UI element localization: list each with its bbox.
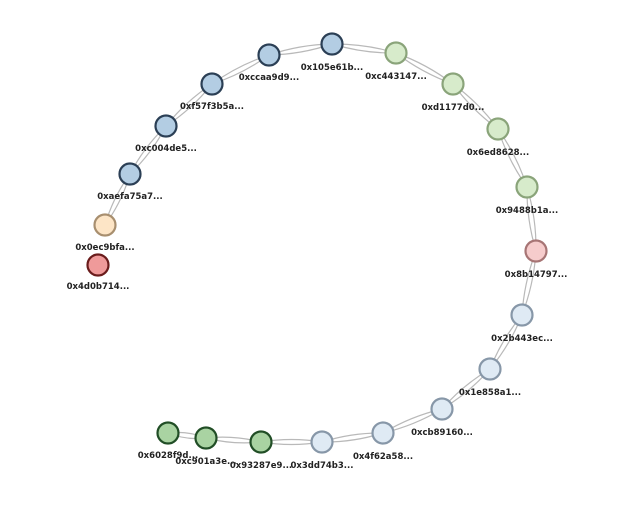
node-n17[interactable] bbox=[154, 114, 178, 138]
node-label-n18: 0xaefa75a7... bbox=[97, 192, 163, 202]
node-n16[interactable] bbox=[200, 72, 224, 96]
node-label-n11: 0x3dd74b3... bbox=[291, 461, 354, 471]
node-label-n5: 0x9488b1a... bbox=[496, 206, 558, 216]
node-layer bbox=[86, 32, 548, 454]
label-layer: 0x105e61b...0xc443147... 0xd1177d0... 0x6e… bbox=[67, 63, 568, 471]
node-n9[interactable] bbox=[430, 397, 454, 421]
node-label-n12: 0x93287e9... bbox=[230, 461, 292, 471]
node-label-n17: 0xc004de5... bbox=[135, 144, 197, 154]
node-label-n14: 0x6028f9d... bbox=[138, 451, 198, 461]
node-n20[interactable] bbox=[86, 253, 110, 277]
node-label-n19: 0x0ec9bfa... bbox=[75, 243, 134, 253]
node-n11[interactable] bbox=[310, 430, 334, 454]
node-label-n3: 0xd1177d0... bbox=[422, 103, 485, 113]
node-n13[interactable] bbox=[194, 426, 218, 450]
node-label-n10: 0x4f62a58... bbox=[353, 452, 413, 462]
node-n15[interactable] bbox=[257, 43, 281, 67]
node-label-n20: 0x4d0b714... bbox=[67, 282, 130, 292]
node-label-n8: 0x1e858a1... bbox=[459, 388, 521, 398]
node-label-n6: 0x8b14797... bbox=[505, 270, 568, 280]
node-n7[interactable] bbox=[510, 303, 534, 327]
node-n1[interactable] bbox=[320, 32, 344, 56]
node-label-n15: 0xccaa9d9... bbox=[239, 73, 300, 83]
node-n18[interactable] bbox=[118, 162, 142, 186]
node-n12[interactable] bbox=[249, 430, 273, 454]
node-label-n4: 0x6ed8628... bbox=[467, 148, 530, 158]
node-n2[interactable] bbox=[384, 41, 408, 65]
node-label-n1: 0x105e61b... bbox=[301, 63, 364, 73]
node-n5[interactable] bbox=[515, 175, 539, 199]
node-label-n2: 0xc443147... bbox=[365, 72, 427, 82]
node-label-n7: 0x2b443ec... bbox=[491, 334, 553, 344]
node-n4[interactable] bbox=[486, 117, 510, 141]
node-label-n16: 0xf57f3b5a... bbox=[180, 102, 244, 112]
node-label-n13: 0xc901a3e... bbox=[175, 457, 236, 467]
node-n14[interactable] bbox=[156, 421, 180, 445]
node-n3[interactable] bbox=[441, 72, 465, 96]
node-n6[interactable] bbox=[524, 239, 548, 263]
node-n19[interactable] bbox=[93, 213, 117, 237]
node-n10[interactable] bbox=[371, 421, 395, 445]
node-label-n9: 0xcb89160... bbox=[411, 428, 473, 438]
node-n8[interactable] bbox=[478, 357, 502, 381]
